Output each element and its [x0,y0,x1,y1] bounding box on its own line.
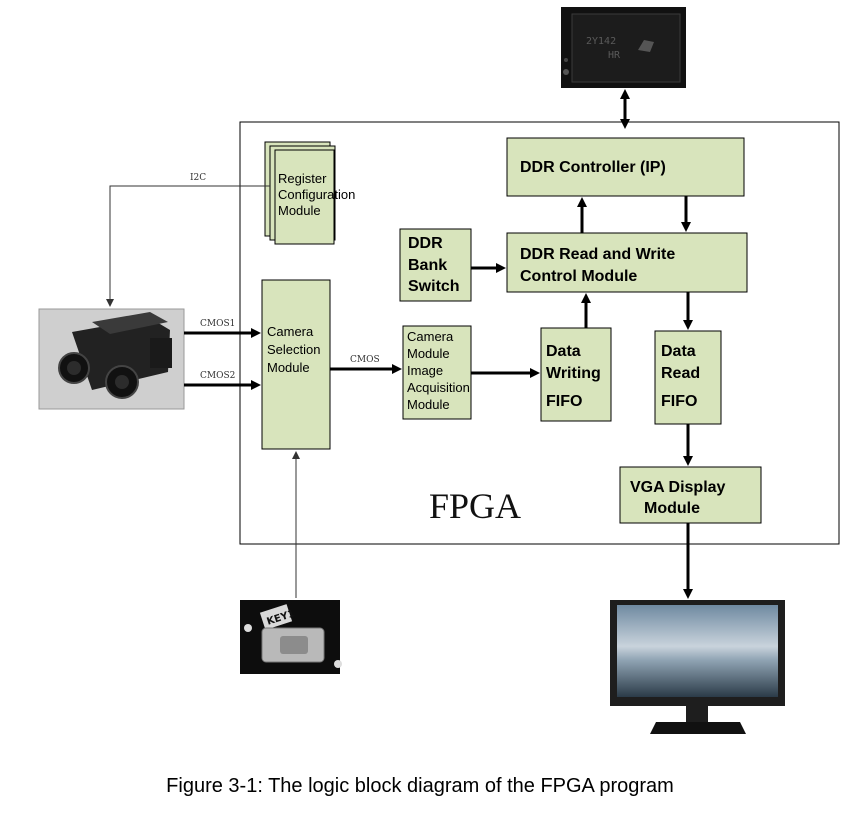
acq-label-2: Module [407,346,450,361]
figure-caption: Figure 3-1: The logic block diagram of t… [166,775,674,797]
register-label-2: Configuration [278,187,355,202]
bank-label-3: Switch [408,278,460,295]
wfifo-label-3: FIFO [546,393,582,410]
vga-label-2: Module [644,500,700,517]
acq-label-3: Image [407,363,443,378]
register-label-1: Register [278,171,327,186]
bank-label-1: DDR [408,235,443,252]
rfifo-label-3: FIFO [661,393,697,410]
cmos1-label: CMOS1 [200,319,235,329]
ddr-bank-switch-module: DDR Bank Switch [399,228,472,302]
fpga-label: FPGA [429,486,521,526]
register-label-3: Module [278,203,321,218]
rfifo-label-2: Read [661,365,700,382]
ddr-controller-module: DDR Controller (IP) [506,137,745,197]
image-acquisition-module: Camera Module Image Acquisition Module [402,325,472,420]
ddr-rw-label-2: Control Module [520,268,637,285]
camera-selection-module: Camera Selection Module [261,279,331,450]
vga-monitor-image [610,600,785,734]
ddr-controller-label: DDR Controller (IP) [520,159,666,176]
acq-label-5: Module [407,397,450,412]
wfifo-label-2: Writing [546,365,601,382]
data-writing-fifo: Data Writing FIFO [540,327,612,422]
data-read-fifo: Data Read FIFO [654,330,722,425]
ddr-chip-image: 2Y142 HR [561,7,686,88]
acq-label-1: Camera [407,329,454,344]
register-configuration-module: Register Configuration Module [264,141,355,245]
vga-label-1: VGA Display [630,479,726,496]
ddr-read-write-control-module: DDR Read and Write Control Module [506,232,748,293]
i2c-line [106,185,270,307]
i2c-label: I2C [190,173,206,183]
camsel-label-3: Module [267,360,310,375]
acq-label-4: Acquisition [407,380,470,395]
camsel-label-2: Selection [267,342,320,357]
ddr-chip-marking-1: 2Y142 [586,36,616,47]
wfifo-label-1: Data [546,343,581,360]
dual-camera-image [38,308,185,410]
vga-display-module: VGA Display Module [619,466,762,524]
camsel-label-1: Camera [267,324,314,339]
bank-label-2: Bank [408,257,447,274]
key-button-image: KEY1 [240,600,342,674]
ddr-chip-marking-2: HR [608,50,621,61]
ddr-rw-label-1: DDR Read and Write [520,246,675,263]
cmos-label: CMOS [350,355,380,365]
rfifo-label-1: Data [661,343,696,360]
cmos2-label: CMOS2 [200,371,235,381]
